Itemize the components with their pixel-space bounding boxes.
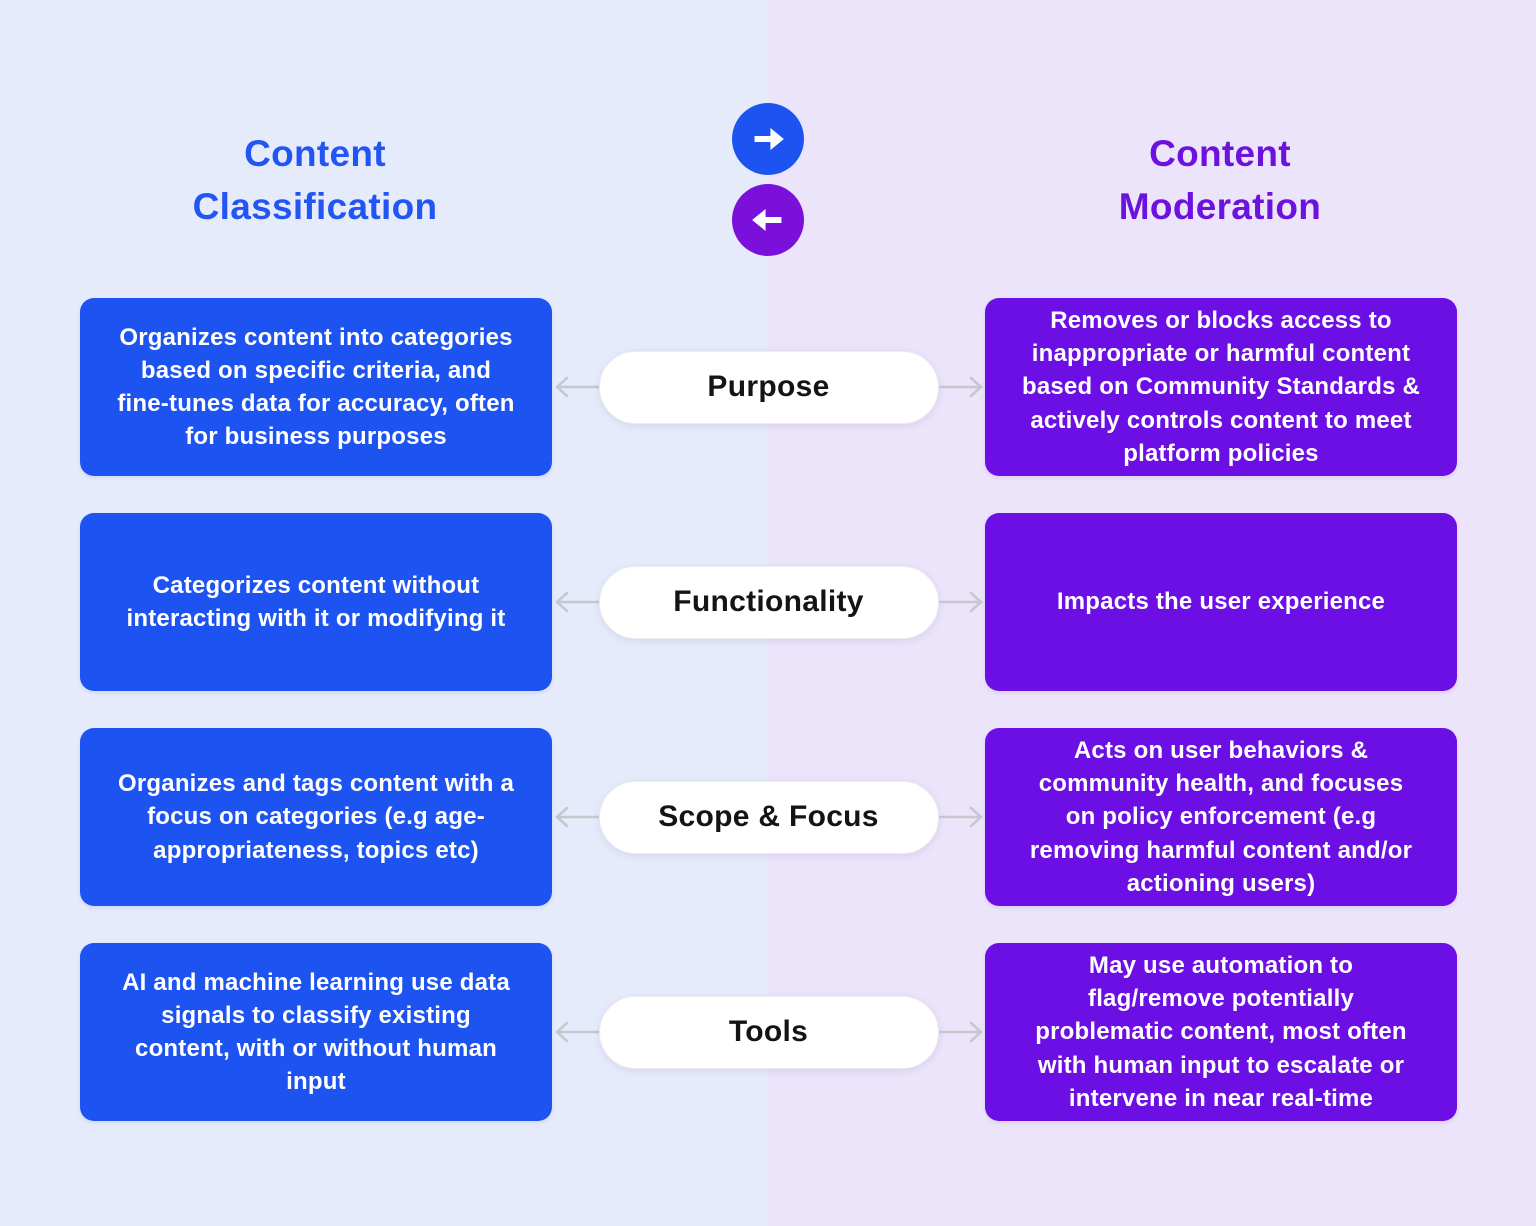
connector-arrow-left-icon xyxy=(554,806,599,828)
connector-arrow-right-icon xyxy=(938,591,983,613)
comparison-row-functionality: Categorizes content without interacting … xyxy=(80,513,1457,691)
moderation-box: Impacts the user experience xyxy=(985,513,1457,691)
connector-arrow-left-icon xyxy=(554,591,599,613)
connector-arrow-left-icon xyxy=(554,376,599,398)
classification-box: AI and machine learning use data signals… xyxy=(80,943,552,1121)
row-label-pill: Tools xyxy=(598,995,939,1069)
moderation-box: Acts on user behaviors & community healt… xyxy=(985,728,1457,906)
comparison-row-scope-focus: Organizes and tags content with a focus … xyxy=(80,728,1457,906)
classification-box: Organizes and tags content with a focus … xyxy=(80,728,552,906)
arrow-left-circle-icon xyxy=(732,184,804,256)
row-label-pill: Scope & Focus xyxy=(598,780,939,854)
connector-arrow-right-icon xyxy=(938,1021,983,1043)
connector-arrow-right-icon xyxy=(938,806,983,828)
comparison-row-tools: AI and machine learning use data signals… xyxy=(80,943,1457,1121)
classification-box: Organizes content into categories based … xyxy=(80,298,552,476)
moderation-box: May use automation to flag/remove potent… xyxy=(985,943,1457,1121)
connector-arrow-left-icon xyxy=(554,1021,599,1043)
moderation-box: Removes or blocks access to inappropriat… xyxy=(985,298,1457,476)
row-label-pill: Functionality xyxy=(598,565,939,639)
right-column-title: Content Moderation xyxy=(1118,133,1322,227)
comparison-row-purpose: Organizes content into categories based … xyxy=(80,298,1457,476)
arrow-right-circle-icon xyxy=(732,103,804,175)
classification-box: Categorizes content without interacting … xyxy=(80,513,552,691)
left-column-title: Content Classification xyxy=(192,133,438,227)
row-label-pill: Purpose xyxy=(598,350,939,424)
connector-arrow-right-icon xyxy=(938,376,983,398)
swap-arrows-group xyxy=(732,103,804,256)
